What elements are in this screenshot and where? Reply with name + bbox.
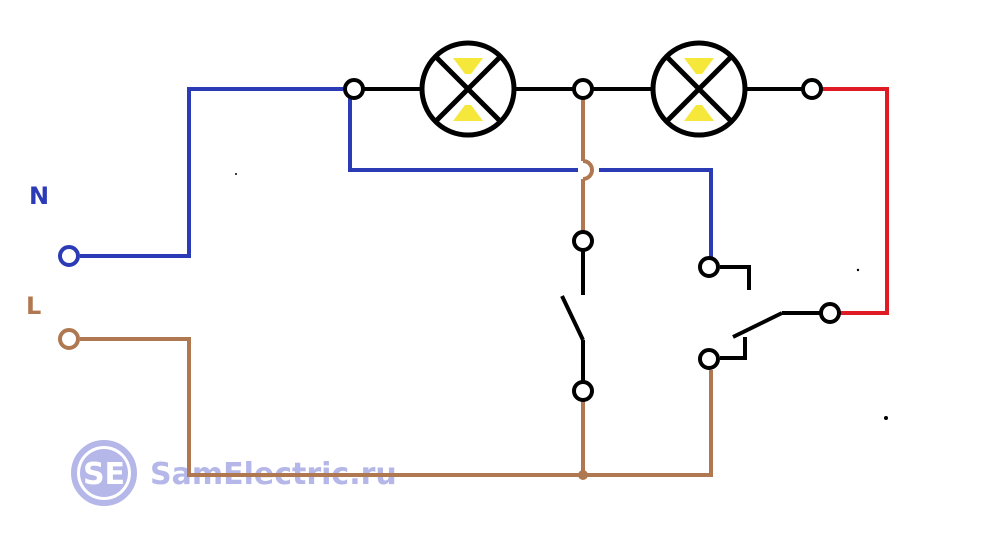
switch-icon: [560, 250, 585, 381]
line-label: L: [26, 292, 41, 320]
terminal-icon: [698, 256, 720, 278]
changeover-switch-icon: [720, 265, 820, 360]
neutral-label: N: [29, 182, 49, 210]
terminal-icon: [819, 302, 841, 324]
wire-crossover-hop: [582, 159, 594, 181]
neutral-to-switch-wire: [599, 168, 713, 259]
neutral-wires: [80, 87, 713, 259]
stray-marks: [235, 173, 888, 420]
lamp-icon: [419, 40, 517, 138]
terminals: [58, 78, 841, 402]
watermark-badge-text: SE: [83, 457, 125, 492]
line-input-terminal-icon: [58, 328, 80, 350]
switched-wire: [822, 87, 889, 315]
terminal-icon: [698, 348, 720, 370]
terminal-icon: [801, 78, 823, 100]
neutral-bridge-wire: [348, 98, 578, 172]
line-junction-dot: [578, 470, 588, 480]
neutral-feed-wire: [80, 87, 343, 258]
terminal-icon: [572, 78, 594, 100]
terminal-icon: [343, 78, 365, 100]
watermark-badge-core: [80, 449, 128, 497]
neutral-input-terminal-icon: [58, 245, 80, 267]
lamp-icon: [650, 40, 748, 138]
line-wires: [80, 99, 713, 477]
terminal-icon: [572, 230, 594, 252]
line-feed-wire: [80, 337, 713, 477]
terminal-icon: [572, 380, 594, 402]
